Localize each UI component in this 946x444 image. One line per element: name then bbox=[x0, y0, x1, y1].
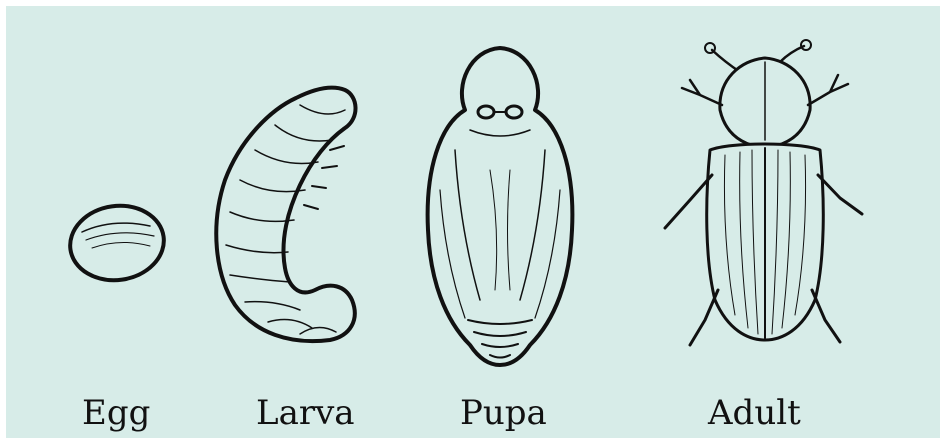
pupa-illustration bbox=[428, 48, 573, 365]
stage-label-adult: Adult bbox=[708, 396, 801, 430]
stage-label-larva: Larva bbox=[256, 396, 355, 430]
stage-label-pupa: Pupa bbox=[460, 396, 547, 430]
stage-label-egg: Egg bbox=[82, 396, 150, 430]
life-cycle-panel: Egg Larva Pupa Adult bbox=[6, 6, 940, 438]
adult-beetle-illustration bbox=[665, 40, 862, 345]
illustration bbox=[6, 6, 940, 438]
larva-illustration bbox=[216, 88, 355, 342]
egg-illustration bbox=[65, 200, 168, 286]
